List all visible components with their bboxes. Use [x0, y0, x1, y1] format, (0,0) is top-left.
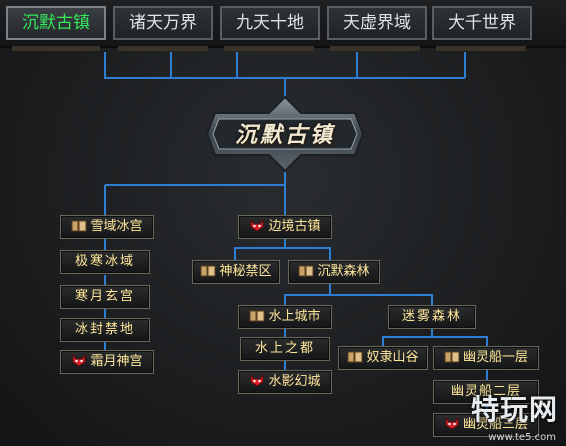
map-node-nushu-shangu[interactable]: 奴隶山谷 — [338, 346, 428, 370]
tab-tianxu-jieyu[interactable]: 天虚界域 — [327, 6, 427, 40]
tab-daqian-shijie[interactable]: 大千世界 — [432, 6, 532, 40]
map-node-chenmo-senlin[interactable]: 沉默森林 — [288, 260, 380, 284]
book-icon — [347, 351, 363, 363]
banner-title: 沉默古镇 — [234, 122, 335, 148]
map-node-jihan-bingyu[interactable]: 极寒冰域 — [60, 250, 150, 274]
map-node-youling-yiceng[interactable]: 幽灵船一层 — [433, 346, 539, 370]
map-node-miwu-senlin[interactable]: 迷雾森林 — [388, 305, 476, 329]
watermark-url: www.te5.com — [488, 432, 556, 443]
tab-zhutian-wanjie[interactable]: 诸天万界 — [113, 6, 213, 40]
map-node-shenmi-jinqu[interactable]: 神秘禁区 — [192, 260, 280, 284]
demon-icon — [72, 354, 86, 367]
map-node-hanyue-xuangong[interactable]: 寒月玄宫 — [60, 285, 150, 309]
watermark-logo: 特玩网 — [470, 393, 558, 426]
map-node-youling-sanceng[interactable]: 幽灵船三层 — [433, 413, 539, 437]
book-icon — [444, 351, 460, 363]
book-icon — [71, 220, 87, 232]
tab-bar: 沉默古镇 诸天万界 九天十地 天虚界域 大千世界 — [0, 0, 566, 48]
book-icon — [200, 265, 216, 277]
demon-icon — [250, 374, 264, 387]
map-node-shuishang-zhidu[interactable]: 水上之都 — [240, 337, 330, 361]
map-node-shuiying-huancheng[interactable]: 水影幻城 — [238, 370, 332, 394]
book-icon — [249, 310, 265, 322]
map-node-youling-erceng[interactable]: 幽灵船二层 — [433, 380, 539, 404]
tab-chenmo-guzhen[interactable]: 沉默古镇 — [6, 6, 106, 40]
map-node-shuangyue-shengong[interactable]: 霜月神宫 — [60, 350, 154, 374]
map-node-xueyu-binggong[interactable]: 雪域冰宫 — [60, 215, 154, 239]
demon-icon — [445, 417, 459, 430]
demon-icon — [250, 219, 264, 232]
map-node-bingfeng-jindi[interactable]: 冰封禁地 — [60, 318, 150, 342]
map-node-shuishang-chengshi[interactable]: 水上城市 — [238, 305, 332, 329]
book-icon — [298, 265, 314, 277]
map-node-bianjing-guzhen[interactable]: 边境古镇 — [238, 215, 332, 239]
banner-plaque — [205, 95, 365, 173]
tab-jiutian-shidi[interactable]: 九天十地 — [220, 6, 320, 40]
